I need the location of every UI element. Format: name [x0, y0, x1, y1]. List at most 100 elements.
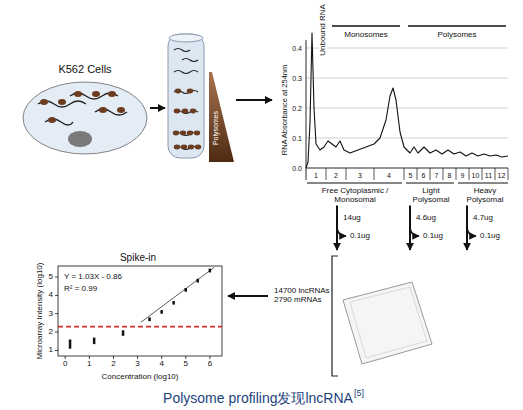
fraction-divider	[326, 168, 327, 180]
tube-rim	[169, 34, 203, 42]
range-bar	[332, 25, 400, 26]
edge-label: 4.6ug	[416, 214, 436, 222]
node-label: RNA Absorbance at 254nm	[281, 65, 289, 155]
chart-label: 9	[461, 172, 465, 179]
chart-label: Concentration (log10)	[102, 373, 179, 381]
data-point	[197, 279, 200, 283]
node-label: Free Cytoplasmic / Monosomal	[306, 186, 404, 206]
node-label: Polysomes	[212, 111, 219, 145]
chart-label: 1	[49, 346, 53, 354]
fraction-divider	[430, 168, 431, 180]
mrna-strand	[174, 49, 190, 52]
microarray-illustration	[332, 256, 432, 376]
connector-arrow	[150, 107, 165, 109]
y-axis	[306, 40, 307, 180]
chart-label: 11	[485, 172, 492, 179]
edge-label: 4.7ug	[473, 214, 493, 222]
chart-label: 3	[358, 172, 362, 179]
chart-label: 2	[111, 360, 115, 368]
node-label: 14700 lncRNAs 2790 mRNAs	[274, 286, 338, 304]
group-bracket	[307, 183, 402, 184]
fraction-divider	[456, 168, 457, 180]
fraction-divider	[482, 168, 483, 180]
grid-line	[306, 108, 508, 109]
ribosome	[175, 89, 181, 94]
chart-label: 6	[208, 360, 212, 368]
absorbance-chart	[306, 26, 508, 183]
node-label: Heavy Polysomal	[458, 186, 512, 206]
aliquot-arrow	[337, 226, 346, 236]
chart-label: 3	[49, 310, 53, 318]
threshold-line	[58, 326, 222, 328]
connector-arrow	[336, 206, 338, 250]
chart-label: Polysomes	[437, 31, 476, 39]
tick	[55, 350, 58, 351]
data-point	[172, 301, 175, 305]
chart-label: 1	[314, 172, 318, 179]
ribosome	[48, 117, 56, 123]
chart-label: 5	[409, 172, 413, 179]
chart-label: Microarray Intensity (log10)	[36, 263, 44, 360]
fraction-divider	[404, 168, 405, 180]
aliquot-arrow	[467, 226, 476, 236]
chart-label: 0.1ug	[423, 232, 443, 240]
nucleus	[68, 131, 92, 147]
ribosome	[99, 107, 107, 113]
ribosome	[117, 107, 125, 113]
tick	[113, 356, 114, 359]
group-bracket	[458, 183, 508, 184]
chart-label: 0.1ug	[480, 232, 500, 240]
group-bracket	[406, 183, 454, 184]
ribosome	[58, 99, 66, 105]
chart-label: 0.2	[292, 105, 302, 112]
data-point	[209, 269, 212, 273]
chart-label: Y = 1.03X - 0.86	[64, 273, 122, 281]
absorbance-curve	[306, 33, 508, 168]
node-box: Spike-in	[28, 250, 228, 390]
node-label: Light Polysomal	[406, 186, 456, 206]
ribosome	[195, 145, 201, 150]
node-box: Light Polysomal	[406, 186, 456, 206]
node-label: K562 Cells	[58, 64, 111, 75]
chart-label: 0.1	[292, 135, 302, 142]
node-box: Heavy Polysomal	[458, 186, 512, 206]
connector-arrow	[409, 206, 411, 250]
chart-label: Monosomes	[344, 31, 388, 39]
ribosome	[190, 109, 196, 114]
tick	[137, 356, 138, 359]
ribosome	[182, 109, 188, 114]
chart-label: 1	[87, 360, 91, 368]
mrna-strand	[174, 71, 198, 74]
fraction-divider	[495, 168, 496, 180]
fraction-dividers	[326, 168, 508, 180]
tick	[161, 356, 162, 359]
chart-label: 0.0	[292, 165, 302, 172]
bracket	[332, 256, 338, 376]
mrna-strand	[182, 59, 198, 62]
chart-label: 7	[435, 172, 439, 179]
chart-label: R² = 0.99	[64, 285, 97, 293]
chart-label: 12	[498, 172, 506, 179]
ribosome	[188, 145, 194, 150]
chart-label: 0.4	[292, 45, 302, 52]
fraction-divider	[346, 168, 347, 180]
node-box: 14700 lncRNAs 2790 mRNAs	[268, 250, 512, 380]
fraction-divider	[508, 168, 509, 180]
chart-label: 10	[472, 172, 480, 179]
tick	[55, 277, 58, 278]
connector-arrow	[228, 295, 268, 297]
chart-label: 6	[422, 172, 426, 179]
node-label: Spike-in	[120, 253, 156, 263]
data-point	[93, 338, 96, 345]
chart-label: Unbound RNA	[319, 3, 327, 57]
ribosome	[174, 145, 180, 150]
grid-line	[306, 78, 508, 79]
data-point	[69, 340, 72, 349]
ribosome	[180, 131, 186, 136]
gradient-tube	[168, 34, 234, 162]
gradient-wedge	[209, 72, 234, 162]
tick	[65, 356, 66, 359]
